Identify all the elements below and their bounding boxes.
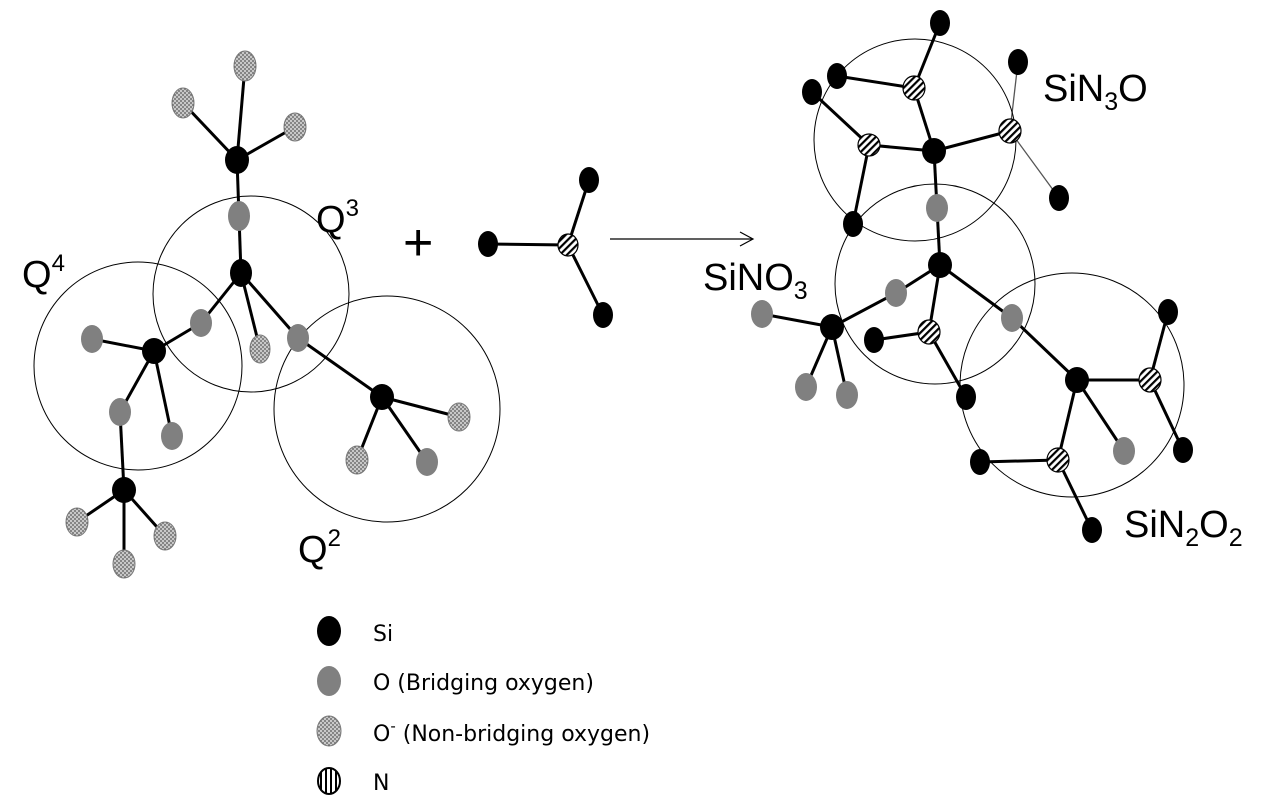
silicon-atom xyxy=(593,302,613,328)
silicate-atoms xyxy=(65,50,471,579)
silicon-atom xyxy=(579,167,599,193)
bridging-oxygen-atom xyxy=(1001,304,1023,332)
bridging-oxygen-atom xyxy=(885,279,907,307)
sin2o2-circle xyxy=(959,272,1185,498)
nitrogen-atom xyxy=(1046,447,1070,473)
legend-item-si: Si xyxy=(317,616,393,647)
bridging-oxygen-atom xyxy=(751,300,773,328)
silicon-atom xyxy=(112,477,136,503)
nitrogen-atom xyxy=(917,319,941,345)
legend-non-bridging-oxygen-label: O- (Non-bridging oxygen) xyxy=(373,717,650,747)
non-bridging-oxygen-atom xyxy=(112,549,136,579)
silicon-atom xyxy=(864,327,884,353)
silicon-atom xyxy=(802,79,822,105)
silicon-atom xyxy=(225,146,249,174)
sino3-label: SiNO3 xyxy=(703,257,808,305)
bridging-oxygen-atom xyxy=(190,309,212,337)
bridging-oxygen-atom xyxy=(926,194,948,222)
silicon-atom xyxy=(930,10,950,36)
oxynitride-network: SiN3O SiNO3 SiN2O2 xyxy=(703,10,1243,552)
non-bridging-oxygen-atom xyxy=(153,521,177,551)
non-bridging-oxygen-atom xyxy=(447,402,471,432)
sin3o-label: SiN3O xyxy=(1043,68,1148,116)
silicon-atom xyxy=(230,259,252,287)
bridging-oxygen-atom xyxy=(287,324,309,352)
silicon-atom xyxy=(922,138,946,164)
legend-n-swatch xyxy=(317,767,341,795)
silicon-atom xyxy=(928,252,952,278)
non-bridging-oxygen-atom xyxy=(171,87,195,119)
silicon-atom xyxy=(1173,437,1193,463)
bridging-oxygen-atom xyxy=(416,448,438,476)
silicon-atom xyxy=(478,231,498,257)
silicon-atom xyxy=(142,338,166,364)
legend-si-swatch xyxy=(317,616,341,646)
bridging-oxygen-atom xyxy=(1113,437,1135,465)
non-bridging-oxygen-atom xyxy=(249,334,271,364)
q3-label: Q3 xyxy=(316,195,359,241)
nitrogen-atom xyxy=(902,75,926,101)
reaction-arrow xyxy=(610,231,755,247)
nitrogen-atom xyxy=(857,133,881,157)
legend-bridging-oxygen-label: O (Bridging oxygen) xyxy=(373,671,594,696)
silicon-atom xyxy=(370,384,394,410)
sino3-circle xyxy=(834,183,1036,385)
silicon-atom xyxy=(1065,367,1089,393)
q2-circle xyxy=(273,295,501,523)
legend-si-label: Si xyxy=(373,622,393,647)
bridging-oxygen-atom xyxy=(228,201,250,231)
nitrogen-atom xyxy=(557,233,579,257)
legend-n-label: N xyxy=(373,771,389,796)
non-bridging-oxygen-atom xyxy=(65,507,89,537)
nitrogen-atom xyxy=(998,118,1022,144)
bridging-oxygen-atom xyxy=(161,422,183,450)
non-bridging-oxygen-atom xyxy=(345,445,369,475)
silicon-atom xyxy=(843,211,863,237)
legend-non-bridging-oxygen-swatch xyxy=(316,715,342,747)
silicon-atom xyxy=(956,384,976,410)
bridging-oxygen-atom xyxy=(109,398,131,426)
bridging-oxygen-atom xyxy=(836,381,858,409)
legend-bridging-oxygen-swatch xyxy=(317,666,341,696)
non-bridging-oxygen-atom xyxy=(233,50,257,82)
nitrogen-unit xyxy=(478,167,613,328)
bridging-oxygen-atom xyxy=(795,373,817,401)
q3-circle xyxy=(152,195,350,393)
sin2o2-label: SiN2O2 xyxy=(1124,504,1243,552)
q4-label: Q4 xyxy=(22,250,65,296)
silicon-atom xyxy=(1082,517,1102,543)
bridging-oxygen-atom xyxy=(81,325,103,353)
nitrogen-atom xyxy=(1138,367,1162,393)
silicon-atom xyxy=(1049,185,1069,211)
non-bridging-oxygen-atom xyxy=(283,112,307,142)
legend-item-non-bridging-oxygen: O- (Non-bridging oxygen) xyxy=(316,715,650,747)
silicon-atom xyxy=(827,63,847,89)
silicon-atom xyxy=(820,314,844,340)
legend-item-bridging-oxygen: O (Bridging oxygen) xyxy=(317,666,594,696)
q4-circle xyxy=(33,261,243,471)
oxynitride-atoms xyxy=(751,10,1193,543)
plus-sign: + xyxy=(403,214,433,272)
legend: Si O (Bridging oxygen) O- (Non-bridging … xyxy=(316,616,650,796)
silicon-atom xyxy=(970,449,990,475)
silicon-atom xyxy=(1008,49,1028,75)
silicon-atom xyxy=(1158,299,1178,325)
legend-item-n: N xyxy=(317,767,389,796)
silicate-network: Q4 Q3 Q2 xyxy=(22,50,501,579)
q2-label: Q2 xyxy=(298,525,341,571)
